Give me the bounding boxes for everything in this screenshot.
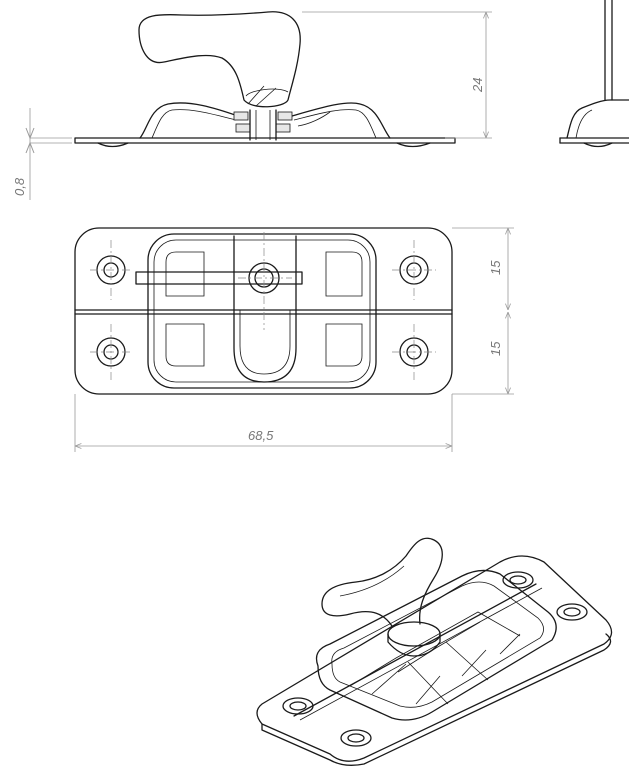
bushing-section-left bbox=[233, 111, 249, 121]
dimension-lower-width: 15 bbox=[488, 341, 503, 356]
iso-hole-back-right bbox=[502, 571, 534, 589]
front-view: 0,8 24 bbox=[12, 11, 492, 200]
dimension-upper-width: 15 bbox=[488, 260, 503, 275]
iso-hole-back-left bbox=[282, 697, 314, 715]
isometric-view bbox=[256, 537, 613, 766]
mounting-hole-bottom-left bbox=[90, 324, 132, 382]
mounting-hole-top-right bbox=[392, 240, 436, 300]
mounting-hole-bottom-right bbox=[392, 324, 436, 382]
bushing-section-right bbox=[277, 111, 293, 121]
dimension-overall-length: 68,5 bbox=[248, 428, 274, 443]
iso-hole-front-left bbox=[340, 729, 372, 747]
top-view: 15 15 68,5 bbox=[74, 227, 514, 452]
side-view bbox=[559, 0, 629, 148]
iso-hole-front-right bbox=[556, 603, 588, 621]
dimension-thickness: 0,8 bbox=[12, 177, 27, 196]
bushing-section-left-lower bbox=[235, 123, 251, 133]
bushing-section-right-lower bbox=[275, 123, 291, 133]
mounting-hole-top-left bbox=[90, 240, 132, 300]
dimension-height: 24 bbox=[470, 78, 485, 93]
